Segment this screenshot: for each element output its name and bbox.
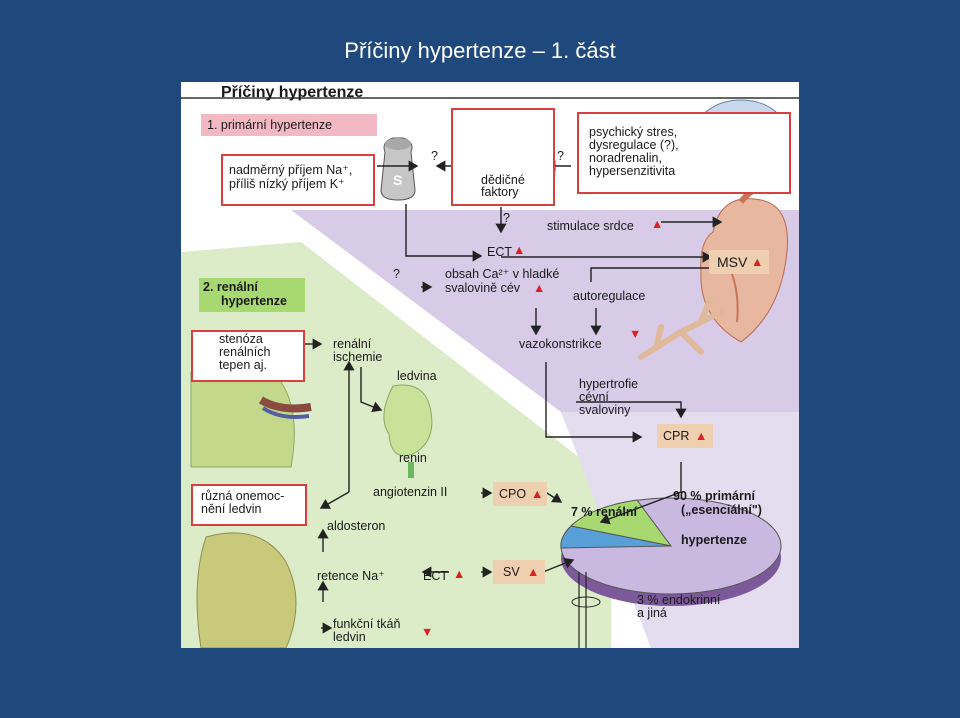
section2-line1: 2. renální xyxy=(203,280,258,294)
section2-label-bg xyxy=(199,278,305,312)
msv-label: MSV xyxy=(717,254,748,270)
salt-line1: nadměrný příjem Na⁺, xyxy=(229,163,353,177)
stress-box xyxy=(577,112,791,194)
cpr-label-bg xyxy=(657,424,713,448)
vasoconstriction: vazokonstrikce xyxy=(519,337,602,351)
sv-label-bg xyxy=(493,560,545,584)
purple-band xyxy=(291,210,799,412)
pie-primary-line1: 90 % primární xyxy=(673,489,755,503)
stenosis-box xyxy=(191,330,305,382)
kidney-disease-box xyxy=(191,484,307,526)
cpo-label: CPO xyxy=(499,487,527,501)
ect-bottom-up-arrow: ▲ xyxy=(453,567,466,581)
kidney-disease-line1: různá onemoc- xyxy=(201,489,285,503)
stress-line3: noradrenalin, xyxy=(589,151,662,165)
angiotensin-label: angiotenzin II xyxy=(373,485,448,499)
aldosterone-label: aldosteron xyxy=(327,519,386,533)
question-mark-calcium: ? xyxy=(393,267,400,281)
hypertrophy-line2: cévní xyxy=(579,390,609,404)
vessel-branch-icon xyxy=(638,294,724,360)
heredity-box xyxy=(451,108,555,206)
question-mark-ect: ? xyxy=(503,211,510,225)
pie-renal-label: 7 % renální xyxy=(571,505,637,519)
cpo-up-arrow: ▲ xyxy=(531,487,544,501)
stress-line2: dysregulace (?), xyxy=(589,138,679,152)
hypertension-causes-figure: Příčiny hypertenze 1. primární hypertenz… xyxy=(181,82,799,648)
figure-header: Příčiny hypertenze xyxy=(221,84,364,101)
sv-up-arrow: ▲ xyxy=(527,565,540,579)
heredity-line2: faktory xyxy=(481,185,519,199)
cpr-label: CPR xyxy=(663,429,690,443)
kidney-tissue-line1: funkční tkáň xyxy=(333,617,401,631)
stress-line4: hypersenzitivita xyxy=(589,164,676,178)
stenosis-line2: renálních xyxy=(219,345,271,359)
pie-slice-endocrine xyxy=(560,525,672,549)
calcium-up-arrow: ▲ xyxy=(533,281,546,295)
cpo-label-bg xyxy=(493,482,547,506)
section1-label-bg xyxy=(201,114,377,136)
section2-line2: hypertenze xyxy=(221,294,287,308)
salt-shaker-icon xyxy=(380,137,416,201)
pie-primary-line2: („esenciální") xyxy=(681,503,762,517)
msv-label-bg xyxy=(709,250,769,274)
kidney-tissue-down-arrow: ▼ xyxy=(421,625,434,639)
vessel-down-arrow: ▼ xyxy=(629,327,642,341)
salt-line2: příliš nízký příjem K⁺ xyxy=(229,177,345,191)
autoregulation: autoregulace xyxy=(573,289,646,303)
stenosis-line1: stenóza xyxy=(219,332,263,346)
cpr-up-arrow: ▲ xyxy=(695,429,708,443)
calcium-line1: obsah Ca²⁺ v hladké xyxy=(445,267,560,281)
question-mark-salt: ? xyxy=(431,149,438,163)
heart-stimulation-up-arrow: ▲ xyxy=(651,217,664,231)
heredity-line1: dědičné xyxy=(481,173,525,187)
ect-top-up-arrow: ▲ xyxy=(513,243,526,257)
kidney-icon xyxy=(383,384,433,478)
msv-up-arrow: ▲ xyxy=(751,255,764,269)
renal-ischemia-line1: renální xyxy=(333,337,372,351)
ect-top: ECT xyxy=(487,245,512,259)
renal-ischemia-line2: ischemie xyxy=(333,350,383,364)
salt-shaker-label: S xyxy=(393,172,403,188)
endocrine-line1: 3 % endokrinní xyxy=(637,593,721,607)
salt-box xyxy=(221,154,375,206)
section1-label: 1. primární hypertenze xyxy=(207,118,333,132)
kidney-disease-line2: nění ledvin xyxy=(201,502,262,516)
pie-hypertension-label: hypertenze xyxy=(681,533,747,547)
sodium-retention: retence Na⁺ xyxy=(317,569,385,583)
stenosis-line3: tepen aj. xyxy=(219,358,267,372)
kidney-label: ledvina xyxy=(397,369,437,383)
ect-bottom: ECT xyxy=(423,569,448,583)
stress-line1: psychický stres, xyxy=(589,125,678,139)
hypertrophy-line1: hypertrofie xyxy=(579,377,639,391)
sv-label: SV xyxy=(503,565,520,579)
question-mark-stress: ? xyxy=(557,149,564,163)
diseased-kidney-icon xyxy=(196,532,297,648)
heart-stimulation: stimulace srdce xyxy=(547,219,634,233)
pie-slice-renal xyxy=(569,499,673,547)
calcium-line2: svalovině cév xyxy=(445,281,521,295)
slide-title: Příčiny hypertenze – 1. část xyxy=(344,38,616,63)
renin-label: renin xyxy=(399,451,427,465)
pie-chart xyxy=(560,497,782,606)
kidney-tissue-line2: ledvin xyxy=(333,630,366,644)
hypertrophy-line3: svaloviny xyxy=(579,403,631,417)
endocrine-line2: a jiná xyxy=(637,606,667,620)
